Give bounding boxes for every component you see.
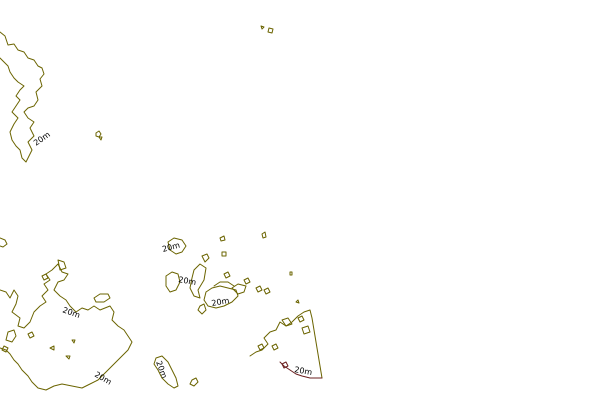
contour-label-southeast: 20m: [294, 365, 313, 377]
islands-central: [165, 231, 293, 315]
contour-label-center-mid: 20m: [178, 275, 197, 287]
islet-north: [260, 25, 274, 34]
island-south-central: [153, 355, 199, 389]
contour-label-center-right: 20m: [211, 296, 230, 308]
coastline-west-edge: [0, 237, 8, 248]
coastline-northwest: [0, 31, 103, 163]
coastline-southwest: [0, 259, 133, 391]
coastline-southeast: [249, 299, 323, 379]
